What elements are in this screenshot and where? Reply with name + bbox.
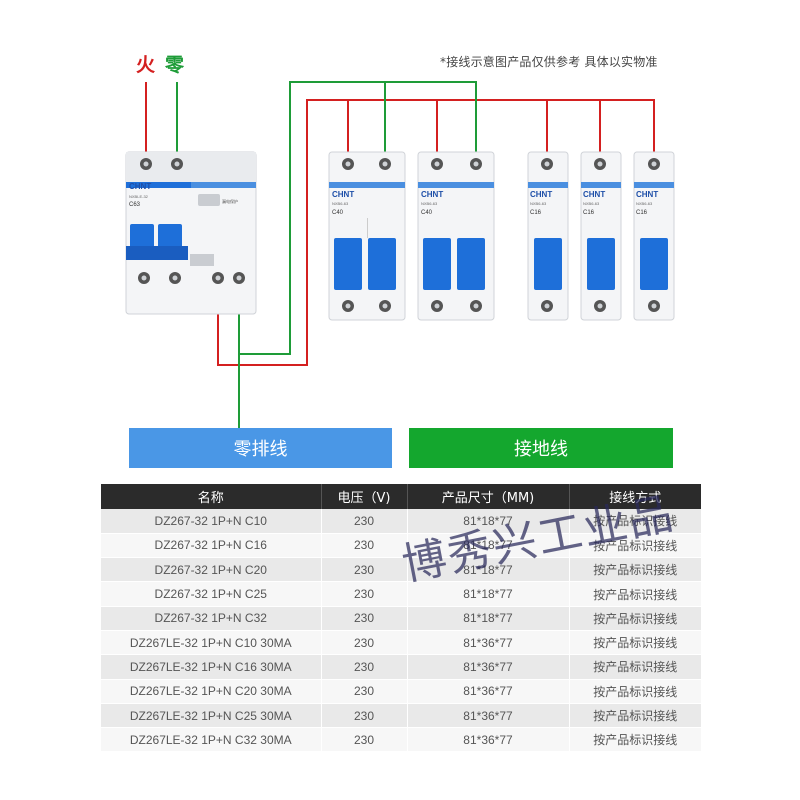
cell-wiring: 按产品标识接线 (569, 533, 701, 559)
main-rating: C63 (129, 202, 141, 208)
disclaimer-note: *接线示意图产品仅供参考 具体以实物准 (440, 55, 658, 69)
main-side-label: 漏电保护 (222, 198, 238, 204)
c16-breaker-2: CHNT NXB6-63 C16 (580, 151, 622, 321)
cell-voltage: 230 (321, 703, 408, 729)
cell-voltage: 230 (321, 581, 408, 607)
svg-text:CHNT: CHNT (636, 190, 658, 199)
cell-name: DZ267LE-32 1P+N C20 30MA (101, 679, 322, 704)
cell-voltage: 230 (321, 654, 408, 680)
c40-breaker-1: CHNT NXB6-63 C40 (328, 151, 406, 321)
svg-text:C16: C16 (530, 210, 542, 216)
cell-size: 81*18*77 (407, 509, 570, 534)
cell-size: 81*36*77 (407, 679, 570, 704)
cell-wiring: 按产品标识接线 (569, 654, 701, 680)
cell-voltage: 230 (321, 606, 408, 631)
svg-text:NXB6-63: NXB6-63 (583, 201, 600, 206)
svg-text:NXB6-63: NXB6-63 (421, 201, 438, 206)
svg-text:NXB6-63: NXB6-63 (636, 201, 653, 206)
c16-breaker-1: CHNT NXB6-63 C16 (527, 151, 569, 321)
c16-breaker-3: CHNT NXB6-63 C16 (633, 151, 675, 321)
col-header-size: 产品尺寸（MM) (407, 484, 570, 509)
cell-wiring: 按产品标识接线 (569, 703, 701, 729)
svg-text:CHNT: CHNT (332, 190, 354, 199)
cell-size: 81*36*77 (407, 727, 570, 753)
svg-text:NXB6-63: NXB6-63 (332, 201, 349, 206)
test-button (198, 194, 220, 206)
live-output-wire (217, 99, 655, 366)
neutral-bar-label: 零排线 (129, 428, 392, 468)
cell-size: 81*36*77 (407, 703, 570, 729)
col-header-name: 名称 (101, 484, 322, 509)
svg-text:CHNT: CHNT (530, 190, 552, 199)
cell-name: DZ267LE-32 1P+N C16 30MA (101, 654, 322, 680)
neutral-label: 零 (165, 54, 185, 76)
cell-name: DZ267LE-32 1P+N C32 30MA (101, 727, 322, 753)
svg-text:NXB6-63: NXB6-63 (530, 201, 547, 206)
cell-name: DZ267-32 1P+N C20 (101, 557, 322, 583)
cell-wiring: 按产品标识接线 (569, 557, 701, 583)
svg-text:CHNT: CHNT (583, 190, 605, 199)
cell-name: DZ267-32 1P+N C16 (101, 533, 322, 559)
svg-text:C16: C16 (636, 210, 648, 216)
fire-label: 火 (136, 54, 156, 76)
cell-name: DZ267-32 1P+N C25 (101, 581, 322, 607)
cell-wiring: 按产品标识接线 (569, 727, 701, 753)
cell-name: DZ267-32 1P+N C32 (101, 606, 322, 631)
cell-wiring: 按产品标识接线 (569, 509, 701, 534)
svg-text:CHNT: CHNT (421, 190, 443, 199)
cell-wiring: 按产品标识接线 (569, 630, 701, 656)
cell-size: 81*36*77 (407, 654, 570, 680)
cell-size: 81*18*77 (407, 581, 570, 607)
wiring-diagram: 火 零 *接线示意图产品仅供参考 具体以实物准 (125, 54, 675, 468)
cell-voltage: 230 (321, 557, 408, 583)
cell-voltage: 230 (321, 630, 408, 656)
svg-text:C40: C40 (421, 210, 433, 216)
cell-size: 81*36*77 (407, 630, 570, 656)
col-header-wiring: 接线方式 (569, 484, 701, 509)
main-rcbo-breaker: CHNT NXBLE-32 C63 漏电保护 (125, 151, 257, 315)
main-brand: CHNT (129, 182, 151, 191)
ground-bar-label: 接地线 (409, 428, 673, 468)
cell-wiring: 按产品标识接线 (569, 606, 701, 631)
cell-voltage: 230 (321, 509, 408, 534)
cell-name: DZ267LE-32 1P+N C25 30MA (101, 703, 322, 729)
cell-wiring: 按产品标识接线 (569, 581, 701, 607)
cell-voltage: 230 (321, 533, 408, 559)
cell-voltage: 230 (321, 727, 408, 753)
table-header-row: 名称 电压（V) 产品尺寸（MM) 接线方式 (101, 484, 701, 509)
cell-size: 81*18*77 (407, 606, 570, 631)
wiring-lines: CHNT NXBLE-32 C63 漏电保护 CHNT NXB6-63 C40 (125, 81, 675, 428)
svg-text:C40: C40 (332, 210, 344, 216)
main-model: NXBLE-32 (129, 194, 149, 199)
c40-breaker-2: CHNT NXB6-63 C40 (417, 151, 495, 321)
cell-name: DZ267LE-32 1P+N C10 30MA (101, 630, 322, 656)
col-header-voltage: 电压（V) (321, 484, 408, 509)
cell-size: 81*18*77 (407, 533, 570, 559)
cell-voltage: 230 (321, 679, 408, 704)
cell-name: DZ267-32 1P+N C10 (101, 509, 322, 534)
neutral-output-wire (238, 81, 477, 355)
svg-text:C16: C16 (583, 210, 595, 216)
cell-size: 81*18*77 (407, 557, 570, 583)
cell-wiring: 按产品标识接线 (569, 679, 701, 704)
spec-table: 名称 电压（V) 产品尺寸（MM) 接线方式 DZ267-32 1P+N C10… (101, 484, 701, 753)
